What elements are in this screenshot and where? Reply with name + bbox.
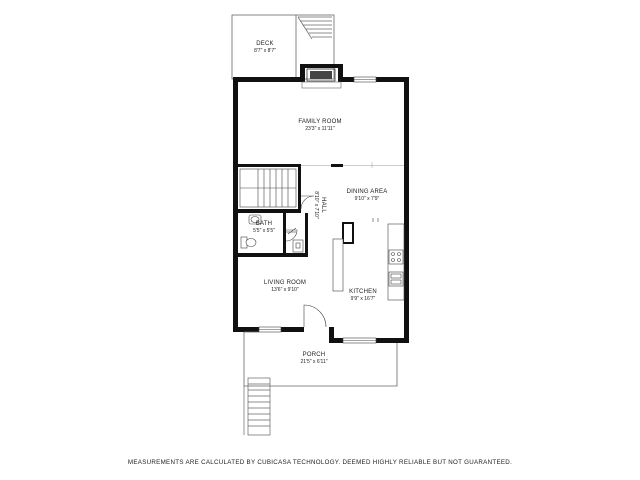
porch-dims: 21'5" x 6'11" bbox=[300, 359, 327, 365]
bath-label: BATH bbox=[256, 221, 272, 227]
interior-walls bbox=[238, 164, 354, 257]
hall-label: HALL bbox=[320, 197, 326, 213]
deck-outline bbox=[231, 14, 335, 80]
deck-label: DECK bbox=[256, 41, 273, 47]
doors bbox=[285, 195, 379, 328]
hall-dims: 8'10" x 7'10" bbox=[313, 191, 319, 219]
porch-stairs bbox=[243, 377, 271, 436]
windows bbox=[258, 76, 377, 344]
deck-stairs bbox=[297, 16, 332, 40]
bath-fixtures bbox=[240, 214, 304, 253]
dining-area-dims: 9'10" x 7'9" bbox=[355, 196, 380, 202]
living-room-label: LIVING ROOM bbox=[264, 280, 306, 286]
family-room-label: FAMILY ROOM bbox=[298, 119, 341, 125]
kitchen-dims: 9'9" x 16'7" bbox=[351, 296, 376, 302]
toilet-bowl bbox=[245, 238, 257, 247]
deck-area bbox=[231, 14, 335, 80]
dining-area-label: DINING AREA bbox=[347, 189, 388, 195]
bath-dims: 5'5" x 5'5" bbox=[253, 228, 275, 234]
room-dividers bbox=[301, 162, 404, 168]
porch-area bbox=[243, 331, 398, 387]
family-room-dims: 23'3" x 11'11" bbox=[305, 126, 335, 132]
living-room-dims: 13'6" x 9'10" bbox=[271, 287, 299, 293]
kitchen-counters bbox=[332, 223, 405, 301]
room-labels: DECK 8'7" x 8'7" FAMILY ROOM 23'3" x 11'… bbox=[253, 41, 387, 365]
fireplace bbox=[301, 68, 342, 89]
porch-label: PORCH bbox=[303, 352, 326, 358]
deck-dims: 8'7" x 8'7" bbox=[254, 48, 276, 54]
exterior-walls bbox=[233, 64, 409, 343]
kitchen-label: KITCHEN bbox=[349, 289, 377, 295]
kitchen-island bbox=[332, 238, 344, 292]
measurement-disclaimer: MEASUREMENTS ARE CALCULATED BY CUBICASA … bbox=[127, 459, 513, 466]
interior-stairs bbox=[239, 168, 297, 208]
